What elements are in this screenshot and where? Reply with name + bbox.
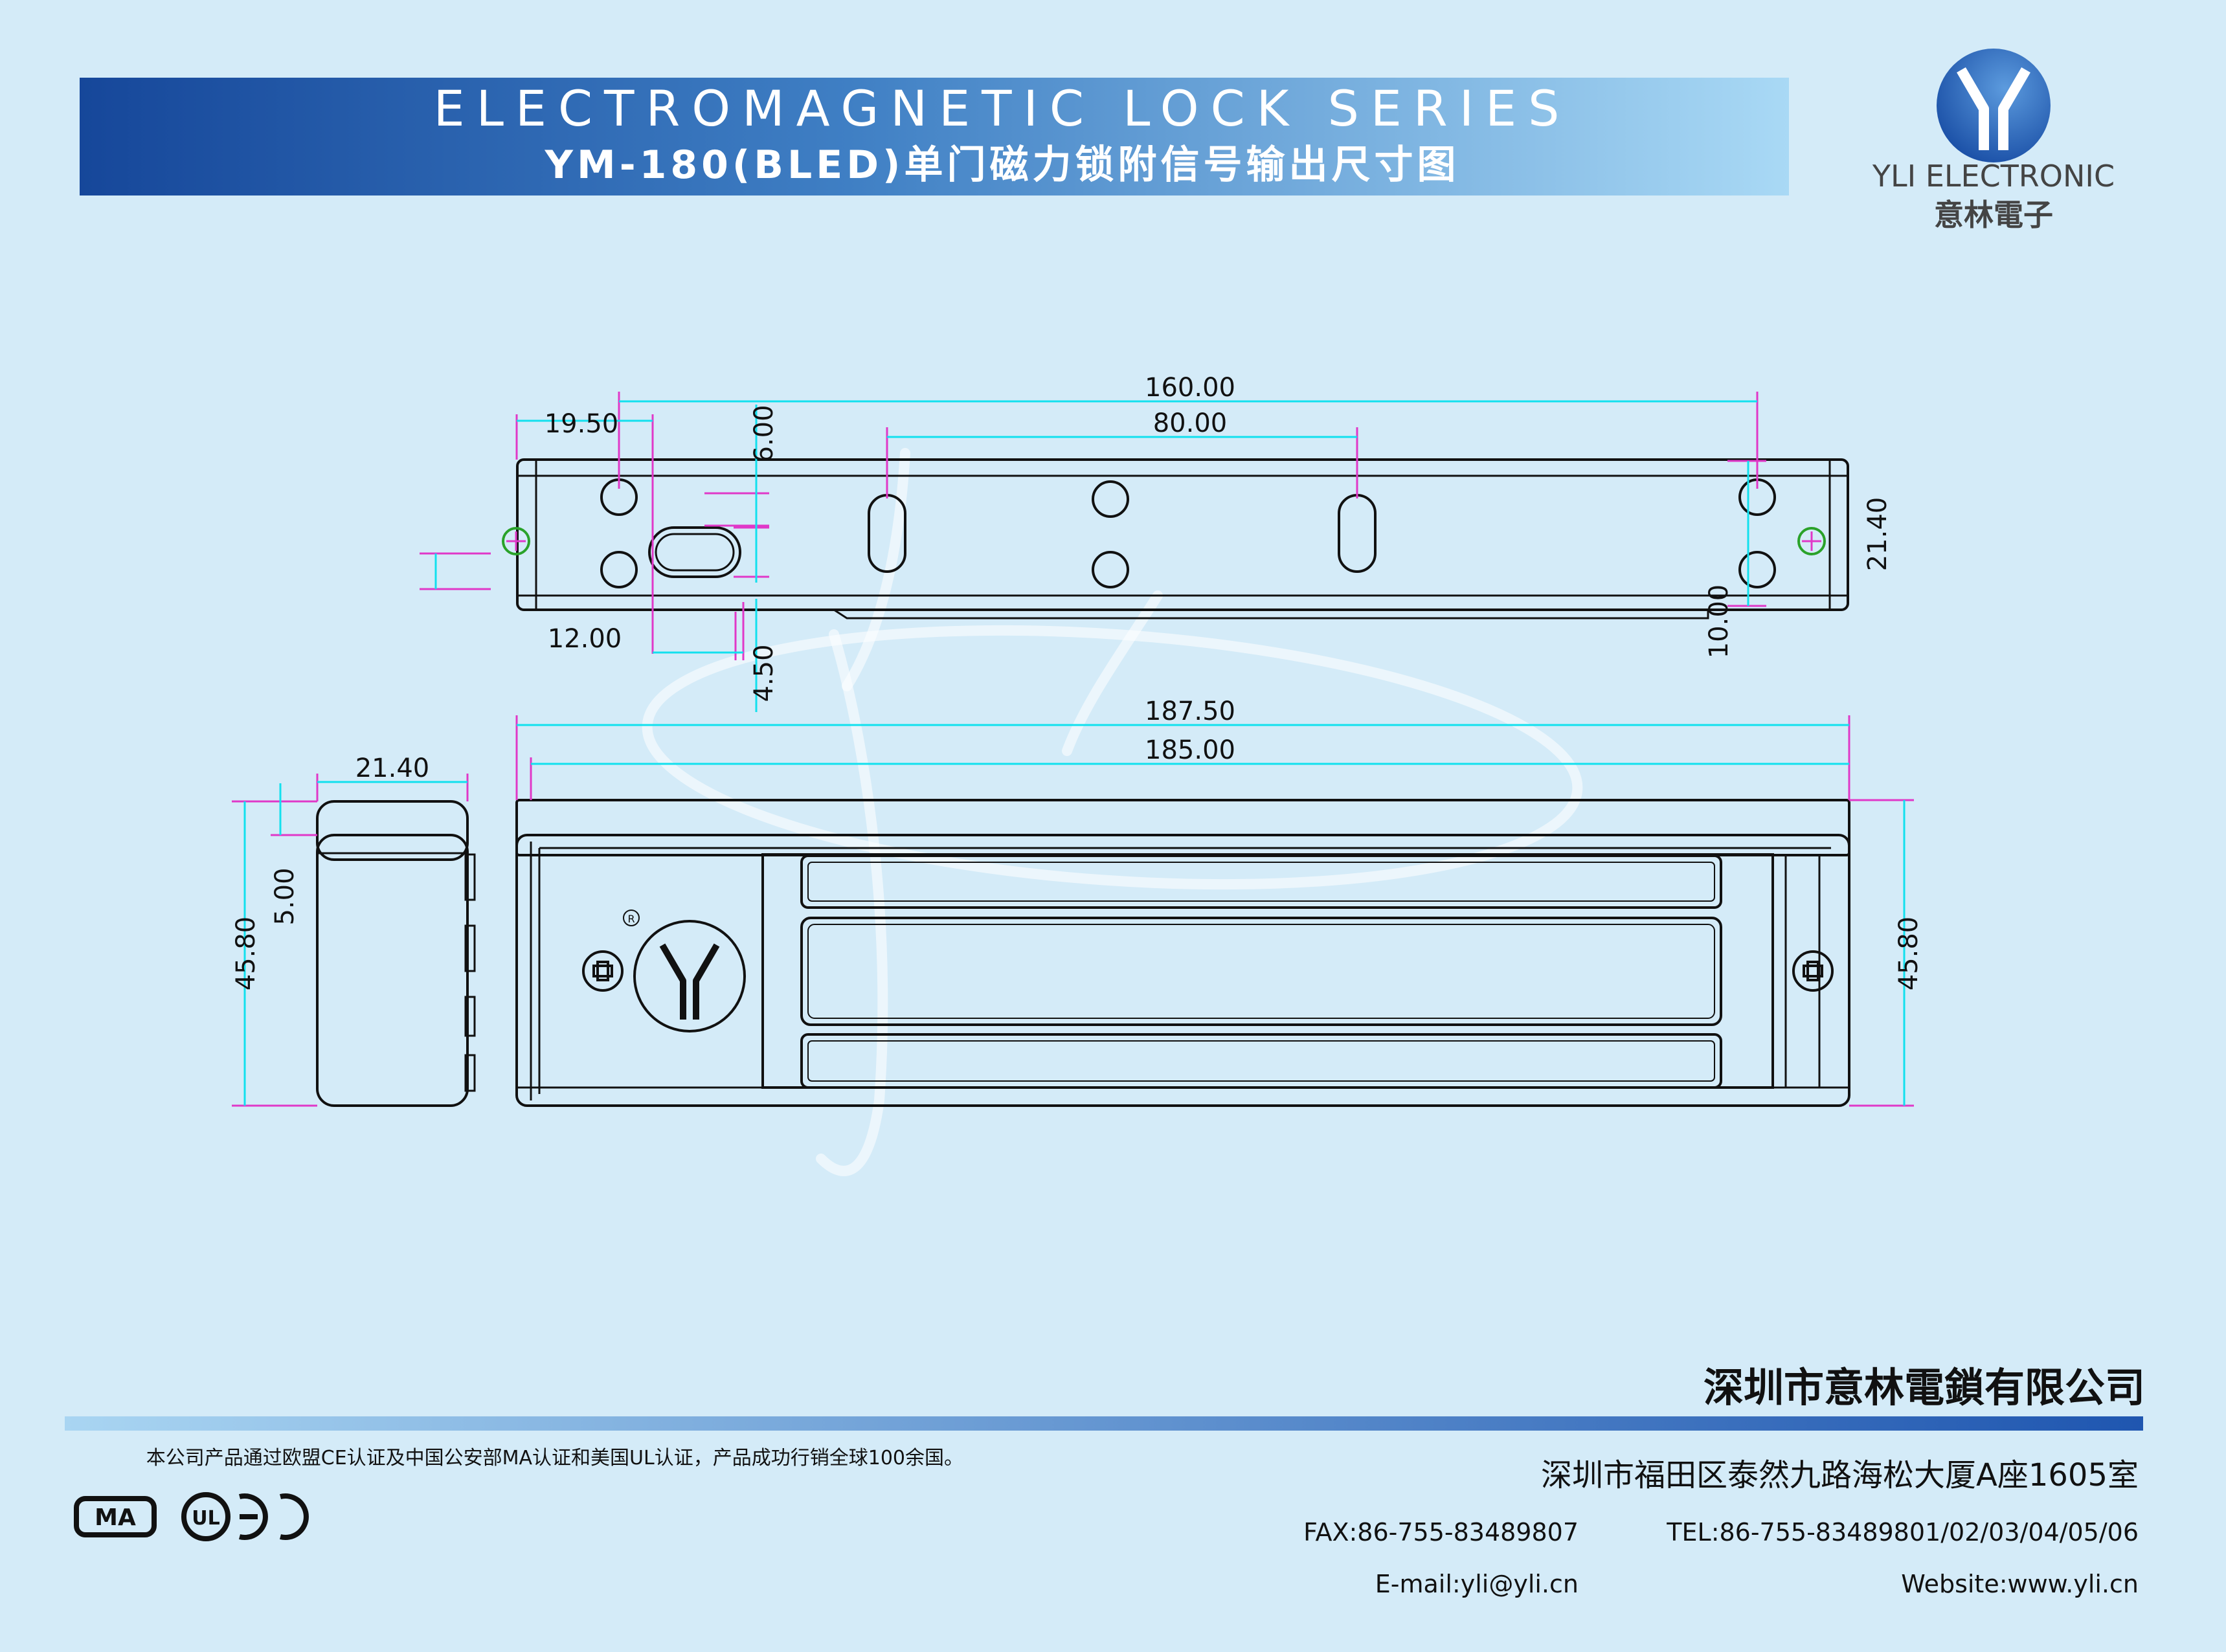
wire-slot-inner [655,533,735,572]
mount-hole [1092,480,1129,518]
body-top-rail [515,799,1850,856]
cert-logos [74,1492,309,1541]
mount-slot [1338,494,1377,573]
mount-hole [600,551,638,588]
dim-21-4-end: 21.40 [355,753,430,783]
coil-area [761,853,1774,1089]
dim-5: 5.00 [270,867,300,925]
front-logo-y [659,943,720,1020]
ma-text: MA [95,1504,136,1531]
ul-mark-icon [181,1492,230,1541]
watermark [642,448,1583,1176]
dim-21-4-plate: 21.40 [1863,497,1893,572]
header-banner: ELECTROMAGNETIC LOCK SERIES YM-180(BLED)… [80,78,1789,195]
dim-19-5: 19.50 [545,409,619,439]
company-email: E-mail:yli@yli.cn [1375,1570,1579,1598]
logo-circle [1937,49,2051,162]
certification-note: 本公司产品通过欧盟CE认证及中国公安部MA认证和美国UL认证，产品成功行销全球1… [146,1447,963,1469]
body-outline [515,834,1850,1107]
top-view-dimensions [420,392,1766,712]
ul-text: UL [192,1507,219,1530]
brand-logo: YLI ELECTRONIC 意林電子 [1872,49,2115,232]
dim-80: 80.00 [1153,408,1228,438]
dim-160: 160.00 [1145,373,1235,403]
coil-bar [800,854,1722,909]
registered-mark [623,910,640,926]
dim-45-8-end: 45.80 [231,917,261,991]
endcap-body [316,834,469,1107]
company-tel: TEL:86-755-83489801/02/03/04/05/06 [1666,1518,2139,1546]
mount-hole [1738,551,1776,588]
logo-y-mark [1957,67,2030,150]
brand-name-cn: 意林電子 [1934,197,2053,232]
front-view-body [515,799,1850,1107]
ma-mark-icon [74,1496,157,1537]
company-name: 深圳市意林電鎖有限公司 [1703,1364,2145,1411]
dim-10: 10.00 [1704,585,1734,659]
coil-bar [800,917,1722,1026]
coil-bar [800,1033,1722,1089]
led-indicator [502,527,530,555]
screw-cross [592,961,1823,981]
footer: 深圳市意林電鎖有限公司 深圳市福田区泰然九路海松大厦A座1605室 TEL:86… [65,1364,2145,1598]
series-title: ELECTROMAGNETIC LOCK SERIES [434,80,1571,137]
dim-185: 185.00 [1145,735,1235,765]
screw-head [1792,950,1834,992]
company-address: 深圳市福田区泰然九路海松大厦A座1605室 [1541,1457,2139,1493]
banner-background [80,78,1789,195]
footer-bar [65,1416,2143,1431]
registered-letter: R [627,913,635,925]
dim-12: 12.00 [548,624,622,654]
model-title: YM-180(BLED)单门磁力锁附信号输出尺寸图 [545,142,1460,188]
led-indicator [1797,527,1826,555]
top-view-plate [502,458,1849,620]
dim-4-5: 4.50 [749,644,779,702]
endcap-top [316,800,469,861]
company-fax: FAX:86-755-83489807 [1303,1518,1579,1546]
wire-slot [648,526,741,578]
dimension-labels: 160.00 80.00 19.50 6.00 12.00 4.50 10.00… [231,373,1924,990]
company-website: Website:www.yli.cn [1901,1570,2139,1598]
led-marks [506,531,1821,551]
body-dimensions [232,715,1914,1107]
endcap-grooves [464,853,476,1092]
ce-mark-icon [239,1493,309,1540]
dim-45-8-body: 45.80 [1894,917,1924,991]
mount-hole [1092,551,1129,588]
front-logo-circle [633,920,746,1032]
screw-head [582,950,624,992]
brand-name-en: YLI ELECTRONIC [1872,159,2115,194]
side-view-end [316,800,476,1107]
dim-187-5: 187.50 [1145,697,1235,726]
dim-6: 6.00 [749,405,779,462]
plate-outline [516,458,1849,611]
